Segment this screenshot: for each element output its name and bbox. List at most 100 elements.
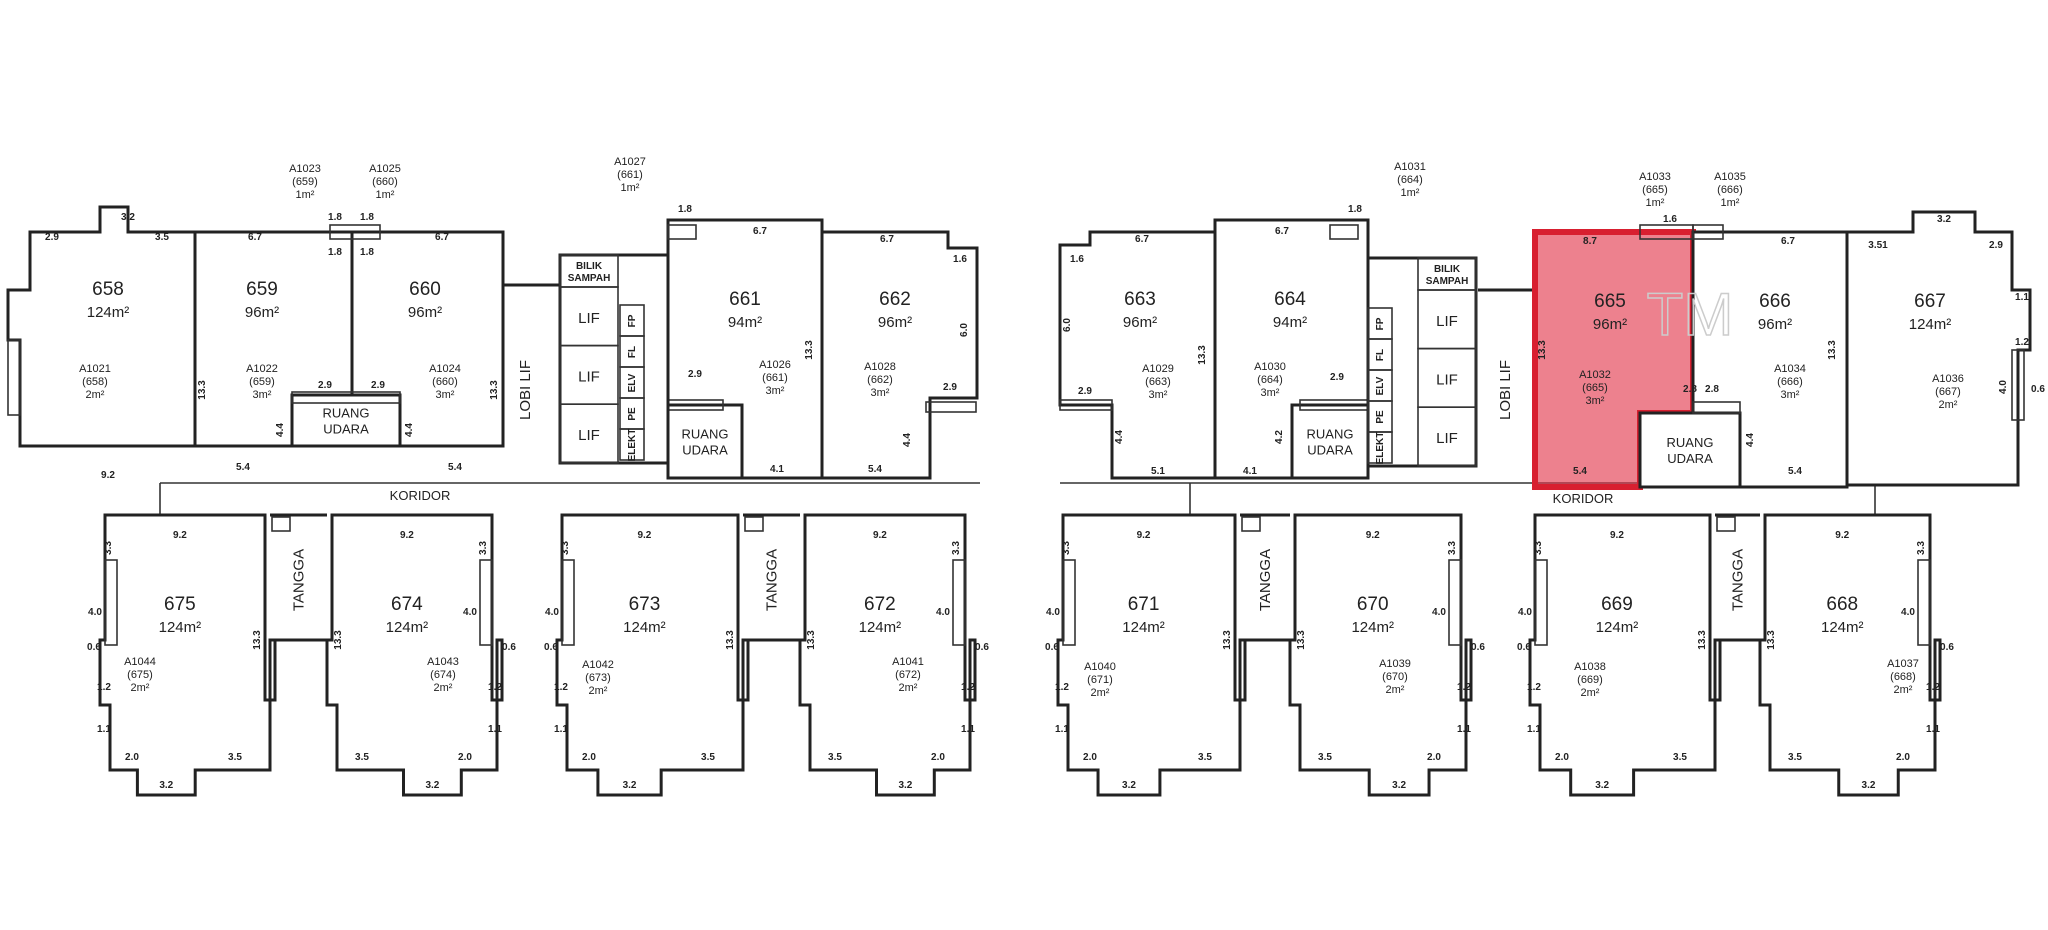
unit-number: 658 [92, 279, 124, 300]
service-shaft-label: FL [627, 346, 638, 358]
storage-area: 3m² [766, 385, 785, 397]
dimension-label: 3.3 [1061, 541, 1072, 555]
dimension-label: 5.4 [448, 462, 462, 473]
storage-unit: (672) [895, 669, 921, 681]
dimension-label: 4.1 [1243, 466, 1257, 477]
dimension-label: 2.9 [371, 380, 385, 391]
dimension-label: 4.4 [1114, 430, 1125, 444]
storage-area: 3m² [871, 387, 890, 399]
dimension-label: 3.2 [121, 212, 135, 223]
dimension-label: 3.2 [1595, 780, 1609, 791]
unit-area: 124m² [859, 619, 902, 636]
storage-box [1534, 559, 1548, 646]
unit-number: 675 [164, 594, 196, 615]
dimension-label: 3.3 [1533, 541, 1544, 555]
air-well [1638, 411, 1742, 489]
stair-box [744, 516, 764, 532]
dimension-label: 3.5 [155, 232, 169, 243]
storage-unit: (659) [292, 176, 318, 188]
storage-unit: (661) [617, 169, 643, 181]
stair-box [1716, 516, 1736, 532]
unit-area: 124m² [87, 304, 130, 321]
bin-room-label: SAMPAH [568, 273, 611, 284]
storage-code: A1028 [864, 361, 896, 373]
storage-box [2011, 349, 2025, 421]
dimension-label: 1.2 [554, 682, 568, 693]
dimension-label: 1.8 [1348, 204, 1362, 215]
dimension-label: 2.0 [1083, 752, 1097, 763]
dimension-label: 0.6 [87, 642, 101, 653]
storage-code: A1021 [79, 363, 111, 375]
storage-area: 2m² [1091, 687, 1110, 699]
unit-670 [1288, 513, 1473, 797]
storage-box [1692, 401, 1741, 414]
dimension-label: 3.5 [828, 752, 842, 763]
dimension-label: 0.6 [975, 642, 989, 653]
dimension-label: 4.0 [1518, 607, 1532, 618]
dimension-label: 13.3 [1766, 630, 1777, 650]
storage-area: 2m² [589, 685, 608, 697]
dimension-label: 1.1 [1055, 724, 1069, 735]
dimension-label: 4.1 [770, 464, 784, 475]
storage-area: 2m² [1386, 684, 1405, 696]
service-shaft [619, 428, 645, 461]
lift-label: LIF [1436, 430, 1458, 447]
unit-area: 124m² [1821, 619, 1864, 636]
storage-unit: (674) [430, 669, 456, 681]
dimension-label: 1.2 [961, 682, 975, 693]
dimension-label: 1.2 [488, 682, 502, 693]
dimension-label: 5.4 [1573, 466, 1587, 477]
storage-unit: (671) [1087, 674, 1113, 686]
storage-area: 1m² [1401, 187, 1420, 199]
unit-number: 662 [879, 289, 911, 310]
storage-unit: (666) [1777, 376, 1803, 388]
service-shaft-label: ELV [1375, 376, 1386, 395]
dimension-label: 4.0 [545, 607, 559, 618]
unit-number: 664 [1274, 289, 1306, 310]
lift-shaft [1417, 406, 1477, 467]
storage-code: A1031 [1394, 161, 1426, 173]
storage-box [7, 339, 21, 416]
storage-unit: (658) [82, 376, 108, 388]
storage-box [1059, 399, 1113, 411]
dimension-label: 5.1 [1151, 466, 1165, 477]
dimension-label: 1.1 [488, 724, 502, 735]
dimension-label: 3.2 [1937, 214, 1951, 225]
dimension-label: 2.9 [1330, 372, 1344, 383]
dimension-label: 3.2 [159, 780, 173, 791]
storage-code: A1032 [1579, 369, 1611, 381]
dimension-label: 13.3 [1697, 630, 1708, 650]
dimension-label: 2.9 [688, 369, 702, 380]
storage-code: A1026 [759, 359, 791, 371]
storage-area: 3m² [1586, 395, 1605, 407]
storage-unit: (665) [1642, 184, 1668, 196]
lift-shaft [559, 403, 619, 464]
lift-label: LIF [578, 369, 600, 386]
dimension-label: 5.4 [868, 464, 882, 475]
air-well-label: RUANG [682, 427, 729, 442]
storage-code: A1043 [427, 656, 459, 668]
dimension-label: 1.2 [1055, 682, 1069, 693]
storage-box [1917, 559, 1931, 646]
storage-area: 3m² [1149, 389, 1168, 401]
unit-number: 660 [409, 279, 441, 300]
dimension-label: 13.3 [1222, 630, 1233, 650]
storage-area: 3m² [253, 389, 272, 401]
dimension-label: 3.5 [355, 752, 369, 763]
service-shaft [1367, 431, 1393, 464]
dimension-label: 1.2 [97, 682, 111, 693]
storage-unit: (667) [1935, 386, 1961, 398]
dimension-label: 2.9 [45, 232, 59, 243]
storage-code: A1041 [892, 656, 924, 668]
dimension-label: 1.1 [1457, 724, 1471, 735]
stair-box [271, 516, 291, 532]
storage-box [291, 391, 401, 404]
storage-code: A1030 [1254, 361, 1286, 373]
unit-number: 667 [1914, 291, 1946, 312]
storage-unit: (664) [1257, 374, 1283, 386]
dimension-label: 0.6 [1471, 642, 1485, 653]
dimension-label: 3.3 [103, 541, 114, 555]
dimension-label: 3.5 [228, 752, 242, 763]
storage-code: A1034 [1774, 363, 1806, 375]
